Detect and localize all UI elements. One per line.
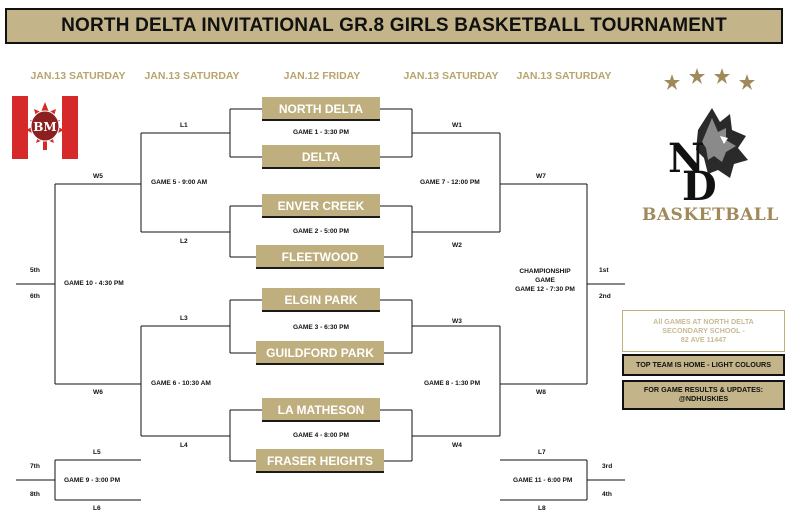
game-7-label: GAME 7 - 12:00 PM xyxy=(420,179,480,186)
husky-nd-logo: N D xyxy=(660,100,760,210)
team-guildford-park: GUILDFORD PARK xyxy=(256,341,384,365)
place-2nd: 2nd xyxy=(599,293,611,300)
slot-w3: W3 xyxy=(452,318,462,325)
stars-icon xyxy=(662,66,762,96)
slot-l7: L7 xyxy=(538,449,546,456)
slot-w1: W1 xyxy=(452,122,462,129)
place-6th: 6th xyxy=(30,293,40,300)
slot-w2: W2 xyxy=(452,242,462,249)
game-5-label: GAME 5 - 9:00 AM xyxy=(151,179,208,186)
team-delta: DELTA xyxy=(262,145,380,169)
slot-w6: W6 xyxy=(93,389,103,396)
venue-line-3: 82 AVE 11447 xyxy=(680,335,727,344)
venue-line-2: SECONDARY SCHOOL - xyxy=(662,326,745,335)
team-north-delta: NORTH DELTA xyxy=(262,97,380,121)
game-9-label: GAME 9 - 3:00 PM xyxy=(64,477,121,484)
date-col-3: JAN.12 FRIDAY xyxy=(283,70,361,82)
team-fraser-heights: FRASER HEIGHTS xyxy=(256,449,384,473)
game-2-label: GAME 2 - 5:00 PM xyxy=(292,228,350,235)
slot-l2: L2 xyxy=(180,238,188,245)
slot-l4: L4 xyxy=(180,442,188,449)
basketball-wordmark: BASKETBALL xyxy=(642,205,779,225)
place-3rd: 3rd xyxy=(602,463,613,470)
game-6-label: GAME 6 - 10:30 AM xyxy=(151,380,211,387)
venue-line-1: All GAMES AT NORTH DELTA xyxy=(653,317,754,326)
slot-l6: L6 xyxy=(93,505,101,512)
slot-w4: W4 xyxy=(452,442,462,449)
venue-info-box: All GAMES AT NORTH DELTA SECONDARY SCHOO… xyxy=(622,310,785,352)
place-5th: 5th xyxy=(30,267,40,274)
game-4-label: GAME 4 - 8:00 PM xyxy=(292,432,350,439)
svg-text:D: D xyxy=(682,163,717,204)
place-4th: 4th xyxy=(602,491,612,498)
place-7th: 7th xyxy=(30,463,40,470)
page-title: NORTH DELTA INVITATIONAL GR.8 GIRLS BASK… xyxy=(61,15,727,36)
date-col-4: JAN.13 SATURDAY xyxy=(403,70,499,82)
bm-flag-logo: BM xyxy=(12,96,78,159)
slot-l1: L1 xyxy=(180,122,188,129)
slot-w5: W5 xyxy=(93,173,103,180)
svg-text:N: N xyxy=(668,135,705,182)
game-3-label: GAME 3 - 6:30 PM xyxy=(292,324,350,331)
game-1-label: GAME 1 - 3:30 PM xyxy=(292,129,350,136)
place-1st: 1st xyxy=(599,267,609,274)
slot-l3: L3 xyxy=(180,315,188,322)
team-fleetwood: FLEETWOOD xyxy=(256,245,384,269)
home-team-note: TOP TEAM IS HOME - LIGHT COLOURS xyxy=(622,354,785,376)
results-handle: @NDHUSKIES xyxy=(678,394,729,403)
title-bar: NORTH DELTA INVITATIONAL GR.8 GIRLS BASK… xyxy=(5,8,783,44)
slot-w7: W7 xyxy=(536,173,546,180)
date-col-2: JAN.13 SATURDAY xyxy=(144,70,240,82)
team-elgin-park: ELGIN PARK xyxy=(262,288,380,312)
team-la-matheson: LA MATHESON xyxy=(262,398,380,422)
bm-logo-text: BM xyxy=(33,120,56,134)
date-col-1: JAN.13 SATURDAY xyxy=(30,70,126,82)
game-11-label: GAME 11 - 6:00 PM xyxy=(513,477,573,484)
championship-game-label: GAME xyxy=(535,277,555,284)
results-info-box: FOR GAME RESULTS & UPDATES: @NDHUSKIES xyxy=(622,380,785,410)
slot-l8: L8 xyxy=(538,505,546,512)
results-line-1: FOR GAME RESULTS & UPDATES: xyxy=(643,385,764,394)
game-10-label: GAME 10 - 4:30 PM xyxy=(64,280,124,287)
slot-w8: W8 xyxy=(536,389,546,396)
team-enver-creek: ENVER CREEK xyxy=(262,194,380,218)
game-8-label: GAME 8 - 1:30 PM xyxy=(424,380,481,387)
slot-l5: L5 xyxy=(93,449,101,456)
date-col-5: JAN.13 SATURDAY xyxy=(516,70,612,82)
place-8th: 8th xyxy=(30,491,40,498)
championship-label: CHAMPIONSHIP xyxy=(519,268,571,275)
game-12-label: GAME 12 - 7:30 PM xyxy=(515,286,575,293)
